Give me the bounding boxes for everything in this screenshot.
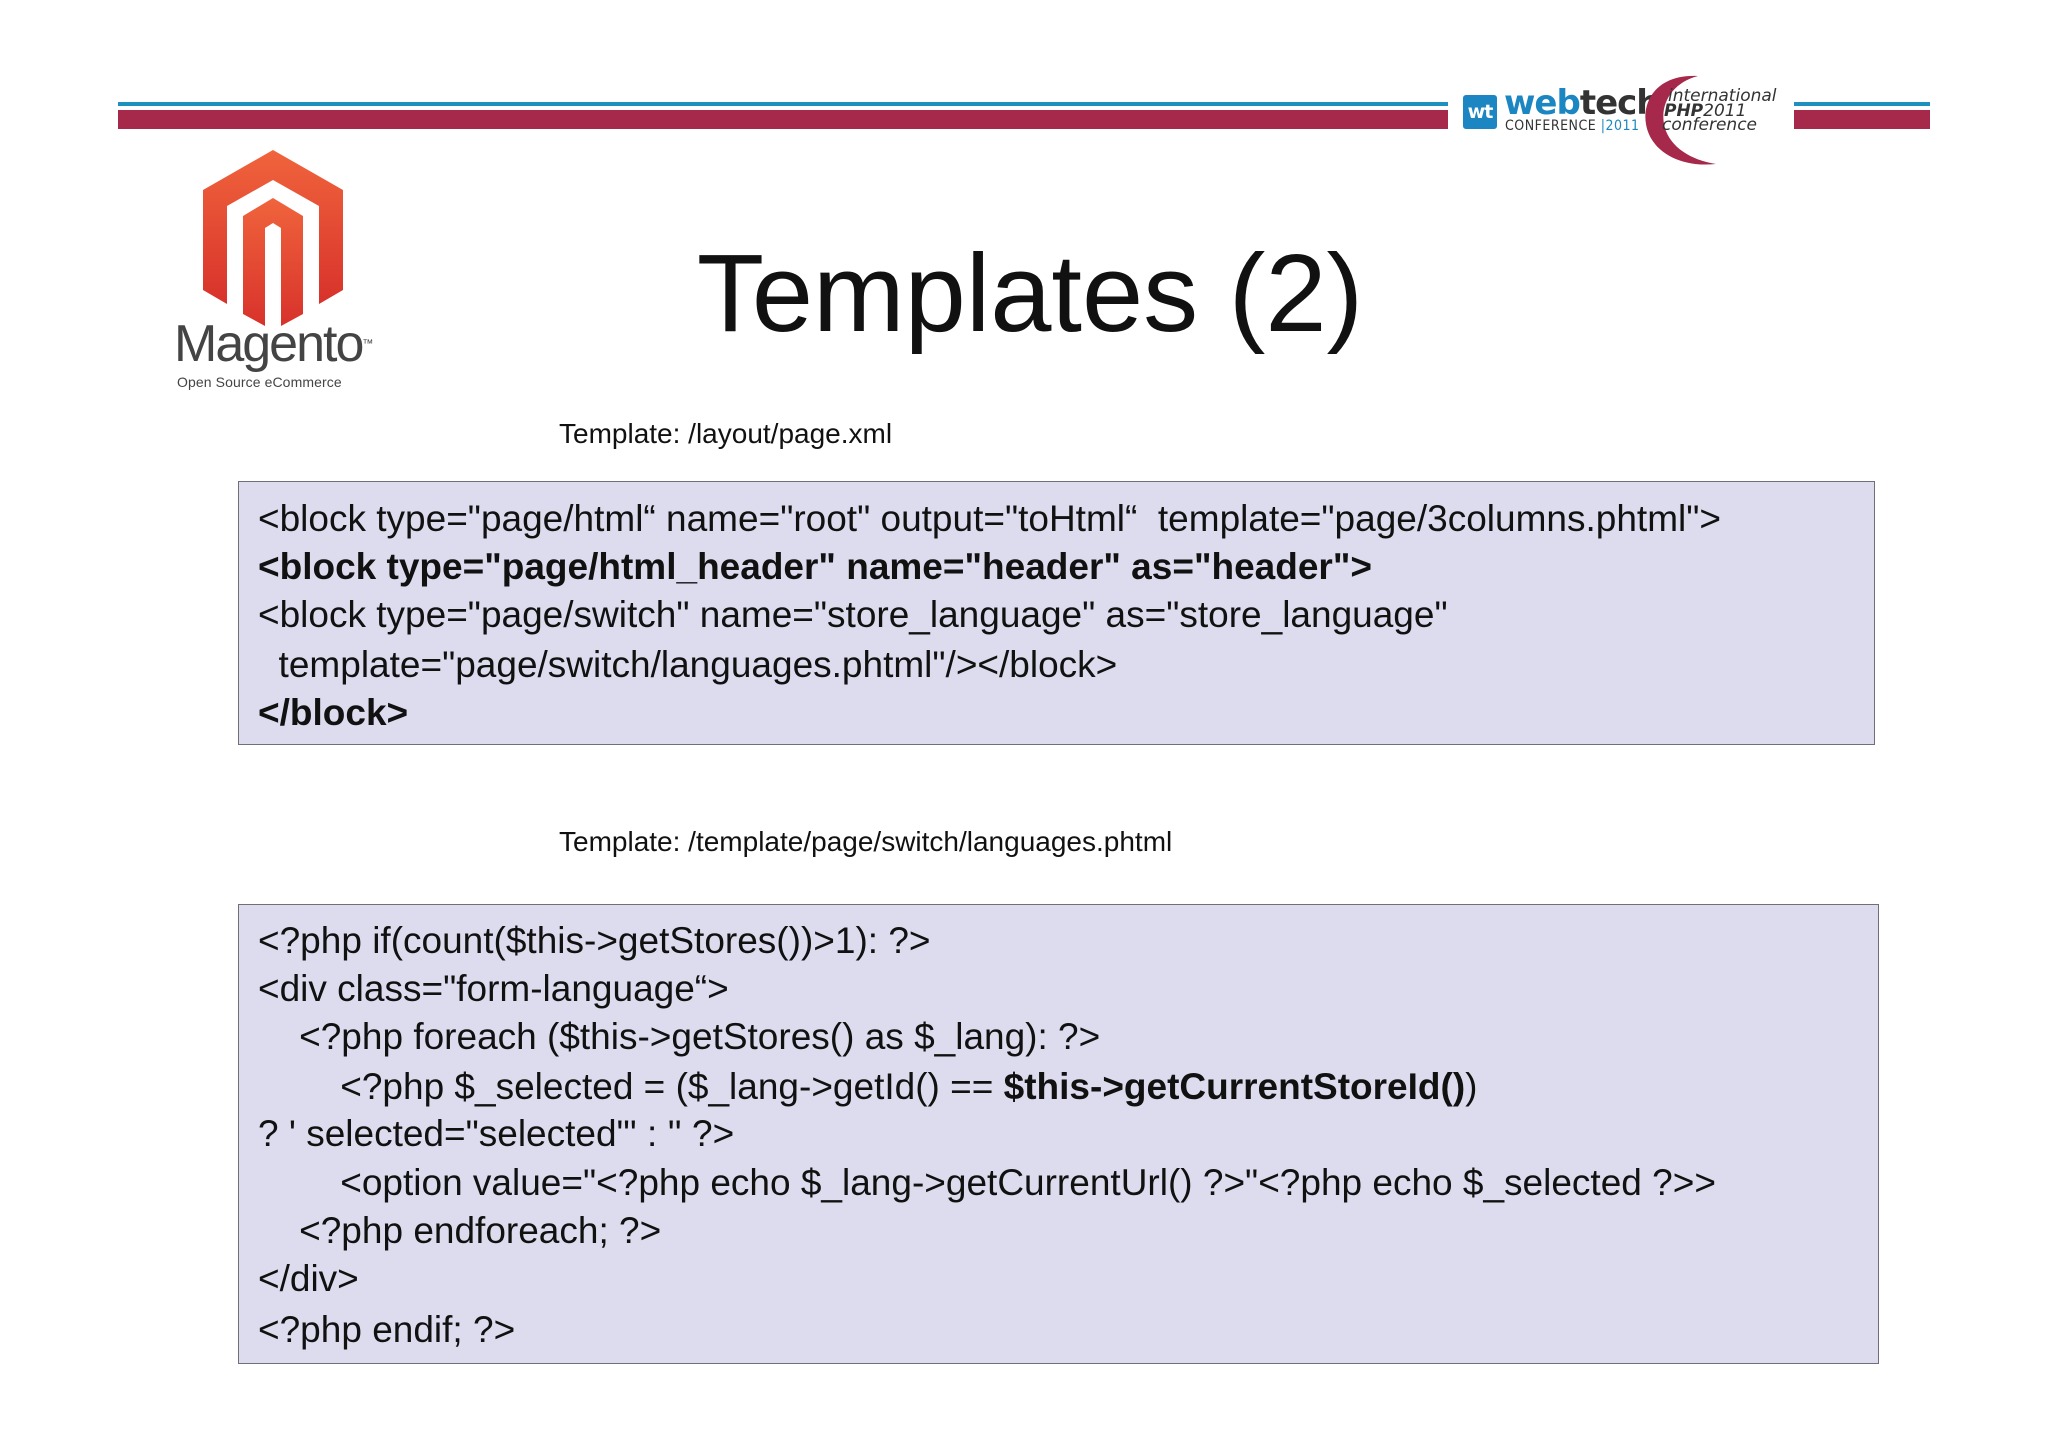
header-rule-thick-right [1794,110,1930,129]
webtech-logo-mark: wt [1463,95,1497,129]
webtech-sub-separator: | [1600,118,1606,134]
code-line: <?php if(count($this->getStores())>1): ?… [258,920,931,961]
header-rule-thin-left [118,102,1448,106]
php-logo-php: PHP [1664,101,1704,121]
webtech-sub-label: CONFERENCE [1505,118,1597,134]
code-line: </div> [258,1258,359,1299]
code-line: </block> [258,692,409,733]
php-swoosh-icon [1645,75,1716,165]
webtech-word-web: web [1504,83,1581,123]
code-line: <?php $_selected = ($_lang->getId() == $… [258,1066,1477,1108]
magento-hexagon-icon [203,150,343,326]
code-segment-bold: $this->getCurrentStoreId() [1003,1066,1466,1107]
code-line: ? ' selected="selected"' : '' ?> [258,1113,735,1154]
header-rule-thin-right [1794,102,1930,106]
magento-logo: Magento™ Open Source eCommerce [170,148,380,398]
webtech-sub-year: 2011 [1605,118,1640,134]
code-segment: ) [1465,1066,1478,1107]
code-line: <div class="form-language“> [258,968,729,1009]
code-segment: <?php $_selected = ($_lang->getId() == [258,1066,1004,1107]
code-line: <block type="page/switch" name="store_la… [258,594,1448,635]
code-line: <block type="page/html“ name="root" outp… [258,498,1721,539]
webtech-logo-subtitle: CONFERENCE |2011 [1505,118,1640,134]
code-line: <?php foreach ($this->getStores() as $_l… [258,1016,1101,1057]
webtech-logo-word: webtech [1504,83,1660,123]
magento-tagline: Open Source eCommerce [177,374,342,390]
php-logo-year: 2011 [1703,101,1747,121]
php-logo-line1: international [1668,86,1777,106]
code-line: <?php endif; ?> [258,1309,516,1350]
php-conference-logo: international PHP2011 conference [1638,72,1788,172]
php-logo-line2: PHP2011 [1664,103,1746,120]
slide-title: Templates (2) [696,232,1364,355]
code-line: template="page/switch/languages.phtml"/>… [258,644,1118,685]
section2-code-block: <?php if(count($this->getStores())>1): ?… [238,904,1879,1364]
section1-caption: Template: /layout/page.xml [559,418,893,449]
conference-logos: wt webtech CONFERENCE |2011 internationa… [1455,72,1795,172]
section2-caption: Template: /template/page/switch/language… [559,826,1173,857]
magento-wordmark: Magento™ [174,316,373,372]
header-rule-thick-left [118,110,1448,129]
code-line: <block type="page/html_header" name="hea… [258,546,1372,587]
code-line: <option value="<?php echo $_lang->getCur… [258,1162,1716,1203]
section1-code-block: <block type="page/html“ name="root" outp… [238,481,1875,745]
magento-name: Magento [174,315,364,373]
magento-trademark: ™ [362,338,374,350]
code-line: <?php endforeach; ?> [258,1210,662,1251]
php-logo-line3: conference [1662,115,1757,135]
